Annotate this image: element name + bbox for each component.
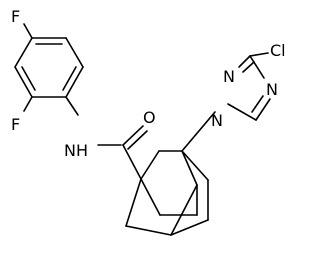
oxygen-label: O	[143, 108, 156, 127]
structure-svg: F F NH O N N N Cl	[11, 7, 286, 236]
triazole-n1-label: N	[211, 111, 223, 130]
triazole-ring	[227, 55, 271, 121]
fluorine-bottom-label: F	[11, 115, 20, 134]
ring-nh-bond	[65, 96, 79, 116]
carbonyl-adamantane-bond	[122, 144, 142, 180]
f-top-bond	[23, 23, 33, 39]
adamantane-triazole-bond	[181, 111, 216, 152]
difluorophenyl-ring	[14, 37, 84, 98]
carbonyl-double-bond-2	[127, 130, 148, 150]
chlorine-bond	[249, 52, 269, 57]
carbonyl-double-bond-1	[122, 125, 144, 146]
triazole-n2-label: N	[223, 67, 235, 86]
adamantane-cage	[125, 150, 209, 236]
nh-label: NH	[64, 141, 88, 160]
structure-diagram: F F NH O N N N Cl	[11, 7, 286, 236]
chlorine-label: Cl	[270, 41, 286, 60]
triazole-n4-label: N	[266, 80, 278, 99]
fluorine-top-label: F	[11, 7, 20, 26]
f-bottom-bond	[23, 96, 33, 112]
